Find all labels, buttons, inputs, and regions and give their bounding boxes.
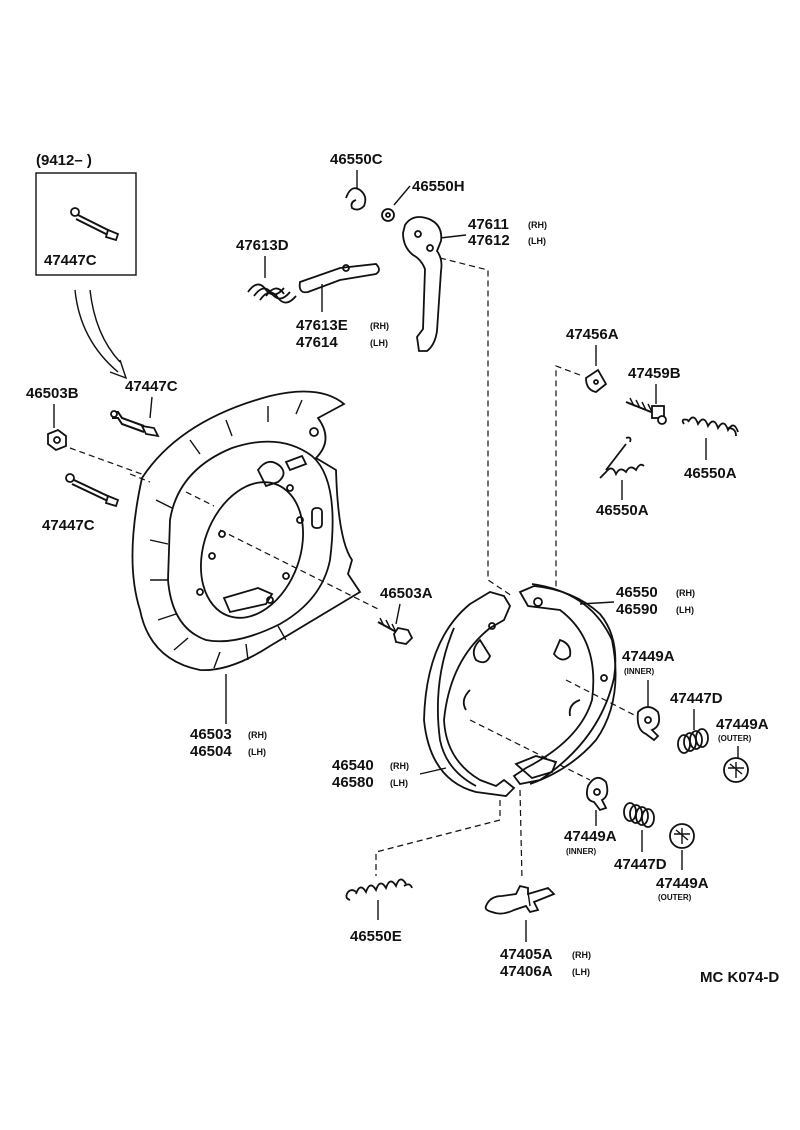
label-46540: 46540 (332, 757, 374, 774)
qual-47449A-inner-1: (INNER) (624, 667, 655, 676)
qual-47449A-outer-1: (OUTER) (718, 734, 752, 743)
inset-part-label: 47447C (44, 252, 97, 269)
qual-47406A: (LH) (572, 967, 590, 977)
inset-arrow-head (109, 359, 128, 380)
qual-46503: (RH) (248, 730, 267, 740)
label-46550H: 46550H (412, 178, 465, 195)
label-47449A-outer-2: 47449A (656, 875, 709, 892)
qual-47614: (LH) (370, 338, 388, 348)
lever-47611 (402, 216, 443, 352)
qual-47612: (LH) (528, 236, 546, 246)
spring-47447D-1 (677, 728, 709, 754)
leader-shoe-to-46550E (375, 800, 501, 876)
label-46550E: 46550E (350, 928, 402, 945)
inset-date-range: (9412– ) (36, 152, 92, 169)
strut-47613E (298, 263, 380, 294)
label-46503A: 46503A (380, 585, 433, 602)
qual-46550: (RH) (676, 588, 695, 598)
label-46550A-right: 46550A (684, 465, 737, 482)
springs-47613D (247, 283, 297, 304)
label-47406A: 47406A (500, 963, 553, 980)
qual-47611: (RH) (528, 220, 547, 230)
spring-46550A-right (681, 416, 739, 437)
label-47447C-a: 47447C (125, 378, 178, 395)
leader-47456A (555, 365, 581, 607)
label-47613E: 47613E (296, 317, 348, 334)
washer-47449A-inner-2 (585, 776, 609, 812)
brake-shoe-assembly (423, 583, 617, 797)
label-47459B: 47459B (628, 365, 681, 382)
washer-46550H (381, 208, 395, 222)
pin-47447C-a (110, 410, 160, 438)
label-46590: 46590 (616, 601, 658, 618)
qual-47613E: (RH) (370, 321, 389, 331)
qual-46540: (RH) (390, 761, 409, 771)
leader-lever-to-shoe (439, 257, 513, 597)
label-47447D-2: 47447D (614, 856, 667, 873)
bolt-46503A (377, 617, 414, 645)
label-46503B: 46503B (26, 385, 79, 402)
clip-46550C (345, 187, 367, 211)
inset-box: (9412– ) 47447C (35, 152, 137, 380)
label-47449A-inner-1: 47449A (622, 648, 675, 665)
label-46504: 46504 (190, 743, 232, 760)
label-47405A: 47405A (500, 946, 553, 963)
label-46550: 46550 (616, 584, 658, 601)
label-47449A-outer-1: 47449A (716, 716, 769, 733)
label-47456A: 47456A (566, 326, 619, 343)
label-46580: 46580 (332, 774, 374, 791)
label-47447D-1: 47447D (670, 690, 723, 707)
pin-47447C-b (65, 473, 120, 508)
qual-46504: (LH) (248, 747, 266, 757)
label-47611: 47611 (468, 216, 509, 233)
qual-47449A-inner-2: (INNER) (566, 847, 597, 856)
label-46550C: 46550C (330, 151, 383, 168)
qual-47405A: (RH) (572, 950, 591, 960)
adjuster-47459B (625, 397, 667, 425)
label-47613D: 47613D (236, 237, 289, 254)
label-47614: 47614 (296, 334, 338, 351)
inset-frame (35, 172, 137, 276)
inset-pin-part (70, 207, 120, 242)
spring-47447D-2 (623, 802, 655, 828)
plate-47456A (585, 368, 608, 393)
qual-47449A-outer-2: (OUTER) (658, 893, 692, 902)
pin-47405A (484, 884, 556, 915)
qual-46580: (LH) (390, 778, 408, 788)
backing-plate-46503 (131, 390, 362, 671)
spring-46550A-center (599, 436, 645, 479)
label-47447C-b: 47447C (42, 517, 95, 534)
label-46503: 46503 (190, 726, 232, 743)
nut-46503B (47, 428, 67, 452)
label-47612: 47612 (468, 232, 510, 249)
spring-46550E (345, 878, 413, 901)
label-47449A-inner-2: 47449A (564, 828, 617, 845)
diagram-code: MC K074-D (700, 969, 779, 986)
qual-46590: (LH) (676, 605, 694, 615)
label-46550A-center: 46550A (596, 502, 649, 519)
